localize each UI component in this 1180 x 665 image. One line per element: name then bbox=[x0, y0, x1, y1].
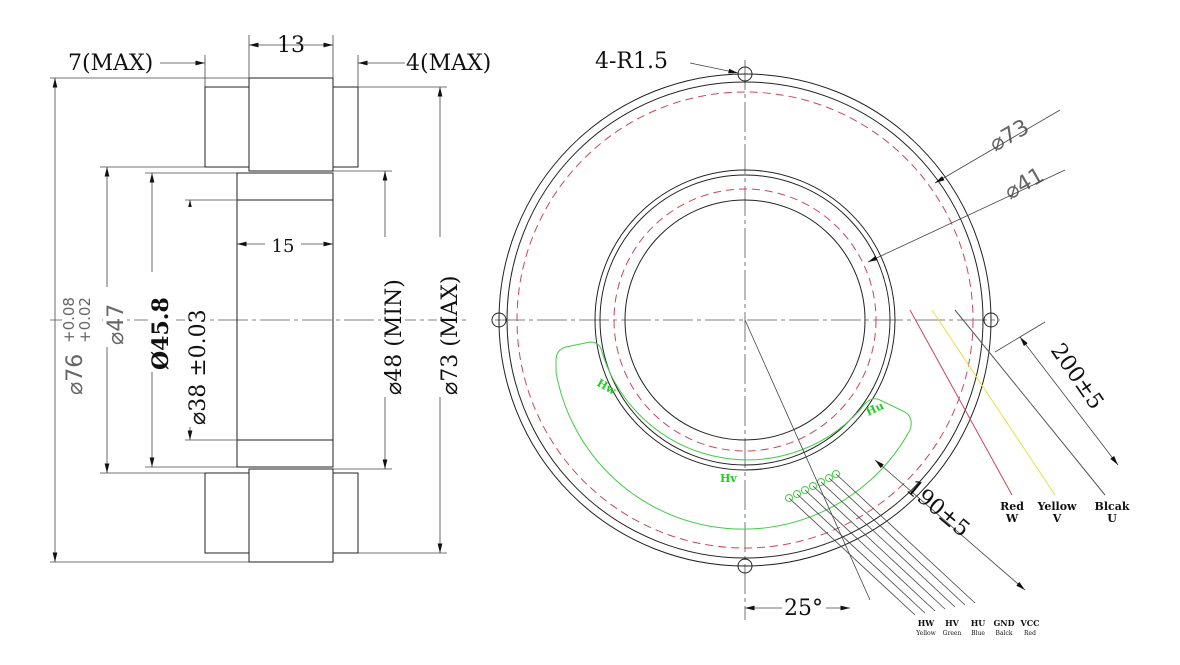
svg-text:Yellow: Yellow bbox=[915, 630, 936, 637]
svg-text:VCC: VCC bbox=[1020, 618, 1040, 628]
dim-d48-min: ⌀48 (MIN) bbox=[382, 279, 407, 395]
dim-d76: ⌀76 +0.08 +0.02 bbox=[60, 267, 102, 397]
dim-d47: ⌀47 bbox=[104, 304, 129, 345]
side-view: 13 7(MAX) 4(MAX) 15 ⌀76 +0.08 +0.02 ⌀47 … bbox=[50, 33, 491, 563]
svg-text:⌀76: ⌀76 bbox=[63, 354, 88, 395]
svg-text:+0.08: +0.08 bbox=[60, 297, 78, 343]
wire-u-label: U bbox=[1107, 512, 1117, 525]
hall-wires bbox=[744, 319, 976, 616]
hall-wire-labels: HW HV HU GND VCC Yellow Green Blue Balck… bbox=[915, 618, 1039, 637]
wire-black-label: Blcak bbox=[1095, 500, 1130, 513]
magnet-block-left-bottom bbox=[204, 472, 250, 554]
svg-text:HV: HV bbox=[945, 618, 960, 628]
dim-d73-front: ⌀73 bbox=[986, 115, 1034, 157]
dim-13: 13 bbox=[277, 33, 305, 58]
svg-text:HU: HU bbox=[971, 618, 986, 628]
front-view: Hw Hv Hu Red W Yellow V Blcak U HW HV HU… bbox=[491, 49, 1130, 637]
dim-190: 190±5 bbox=[901, 475, 974, 542]
sleeve-bottom bbox=[236, 439, 334, 468]
dim-7max: 7(MAX) bbox=[68, 51, 153, 76]
dim-d73-max: ⌀73 (MAX) bbox=[438, 276, 463, 395]
dim-15: 15 bbox=[272, 236, 295, 257]
sleeve-top bbox=[236, 172, 334, 201]
bore bbox=[624, 199, 866, 441]
svg-text:+0.02: +0.02 bbox=[76, 297, 94, 343]
svg-text:Balck: Balck bbox=[996, 630, 1013, 637]
core-block-bottom bbox=[248, 468, 334, 563]
inner-ring bbox=[594, 169, 896, 471]
notch-radius-label: 4-R1.5 bbox=[595, 49, 668, 74]
wire-v-label: V bbox=[1052, 512, 1062, 525]
dim-200: 200±5 bbox=[1045, 339, 1108, 414]
notch-top bbox=[737, 66, 753, 82]
wire-w-label: W bbox=[1005, 512, 1019, 525]
dim-d41-front: ⌀41 bbox=[1001, 163, 1049, 205]
outer-circle bbox=[498, 73, 992, 567]
magnet-block-right-top bbox=[332, 86, 359, 168]
magnet-block-left-top bbox=[204, 86, 250, 168]
dim-d38: ⌀38 ±0.03 bbox=[186, 309, 211, 425]
svg-text:HW: HW bbox=[918, 618, 936, 628]
wire-yellow-label: Yellow bbox=[1036, 500, 1077, 513]
svg-text:Red: Red bbox=[1024, 630, 1036, 637]
core-block-top bbox=[248, 77, 334, 172]
hall-board bbox=[555, 341, 912, 530]
svg-text:Green: Green bbox=[943, 630, 962, 637]
magnet-block-right-bottom bbox=[332, 472, 359, 554]
dim-d45-8: Ø45.8 bbox=[148, 297, 174, 370]
svg-text:GND: GND bbox=[993, 618, 1014, 628]
svg-text:Blue: Blue bbox=[971, 630, 985, 637]
sensor-hv: Hv bbox=[720, 472, 737, 485]
dim-4max: 4(MAX) bbox=[406, 51, 491, 76]
angle-25: 25° bbox=[784, 596, 823, 621]
